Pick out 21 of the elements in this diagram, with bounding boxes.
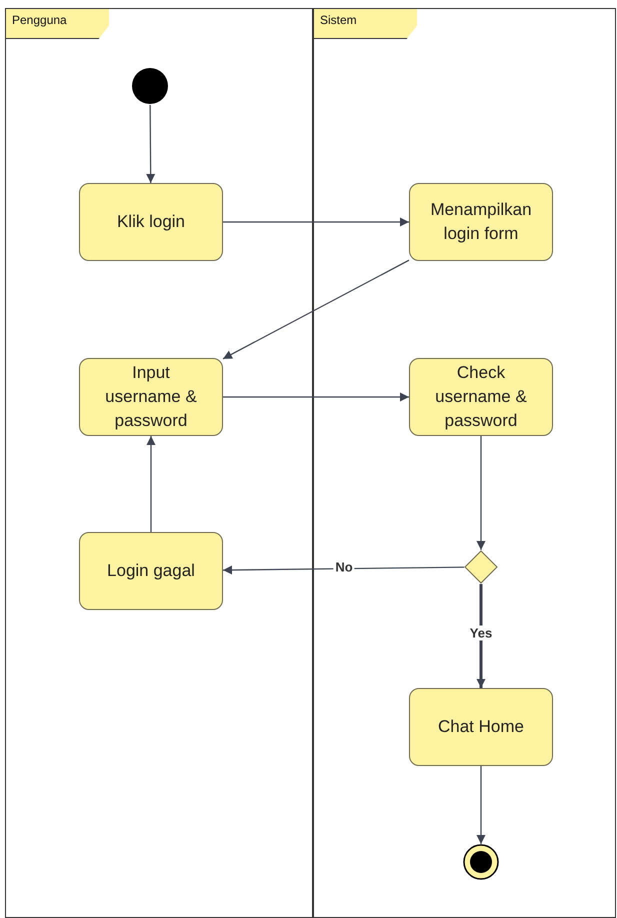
arrow <box>223 566 464 575</box>
swimlane <box>5 8 313 918</box>
action-box: Menampilkan login form <box>409 183 553 261</box>
arrow <box>146 105 156 183</box>
action-box: Input username & password <box>79 358 223 436</box>
action-box: Login gagal <box>79 532 223 610</box>
action-box: Check username & password <box>409 358 553 436</box>
swimlane <box>313 8 616 918</box>
edge-label: Yes <box>468 626 494 640</box>
arrow <box>223 218 409 226</box>
arrow <box>476 436 486 550</box>
action-box: Klik login <box>79 183 223 261</box>
lane-header: Sistem <box>314 9 417 39</box>
arrow <box>476 584 486 688</box>
edge-label: No <box>333 560 355 574</box>
arrow <box>146 436 156 532</box>
action-box: Chat Home <box>409 688 553 766</box>
lane-header: Pengguna <box>6 9 109 39</box>
arrow <box>476 766 486 844</box>
arrow <box>222 260 410 360</box>
arrow <box>223 392 409 402</box>
